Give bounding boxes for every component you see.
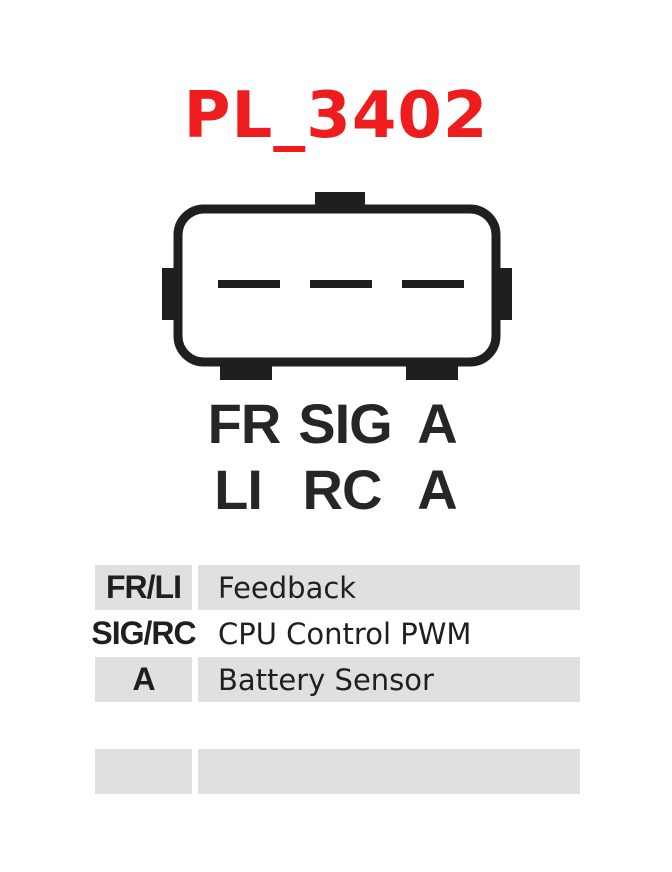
pin-slot-2 — [310, 280, 372, 288]
legend-row — [95, 749, 580, 794]
legend-key: FR/LI — [95, 565, 192, 610]
pin-slot-1 — [218, 280, 280, 288]
legend-key: SIG/RC — [91, 615, 196, 651]
legend-row: SIG/RC CPU Control PWM — [91, 611, 580, 656]
pin-label-rc: RC — [302, 458, 383, 521]
legend-key — [95, 749, 192, 794]
pin-label-fr: FR — [207, 392, 282, 455]
legend-description — [198, 749, 580, 794]
legend-row — [95, 703, 580, 748]
pin-label-a-bottom: A — [417, 458, 457, 521]
pin-legend-table: FR/LI Feedback SIG/RC CPU Control PWM A … — [91, 565, 580, 795]
legend-row: A Battery Sensor — [95, 657, 580, 702]
pin-label-a-top: A — [417, 392, 457, 455]
legend-row: FR/LI Feedback — [95, 565, 580, 610]
pin-label-li: LI — [214, 458, 263, 521]
legend-description: Battery Sensor — [198, 657, 580, 702]
legend-description: CPU Control PWM — [218, 616, 472, 651]
legend-key — [95, 703, 192, 748]
legend-description: Feedback — [198, 565, 580, 610]
legend-key: A — [95, 657, 192, 702]
pin-slot-3 — [402, 280, 464, 288]
part-number-title: PL_3402 — [183, 79, 489, 153]
pin-label-sig: SIG — [298, 392, 392, 455]
connector-diagram — [162, 192, 512, 380]
legend-description — [198, 703, 580, 748]
